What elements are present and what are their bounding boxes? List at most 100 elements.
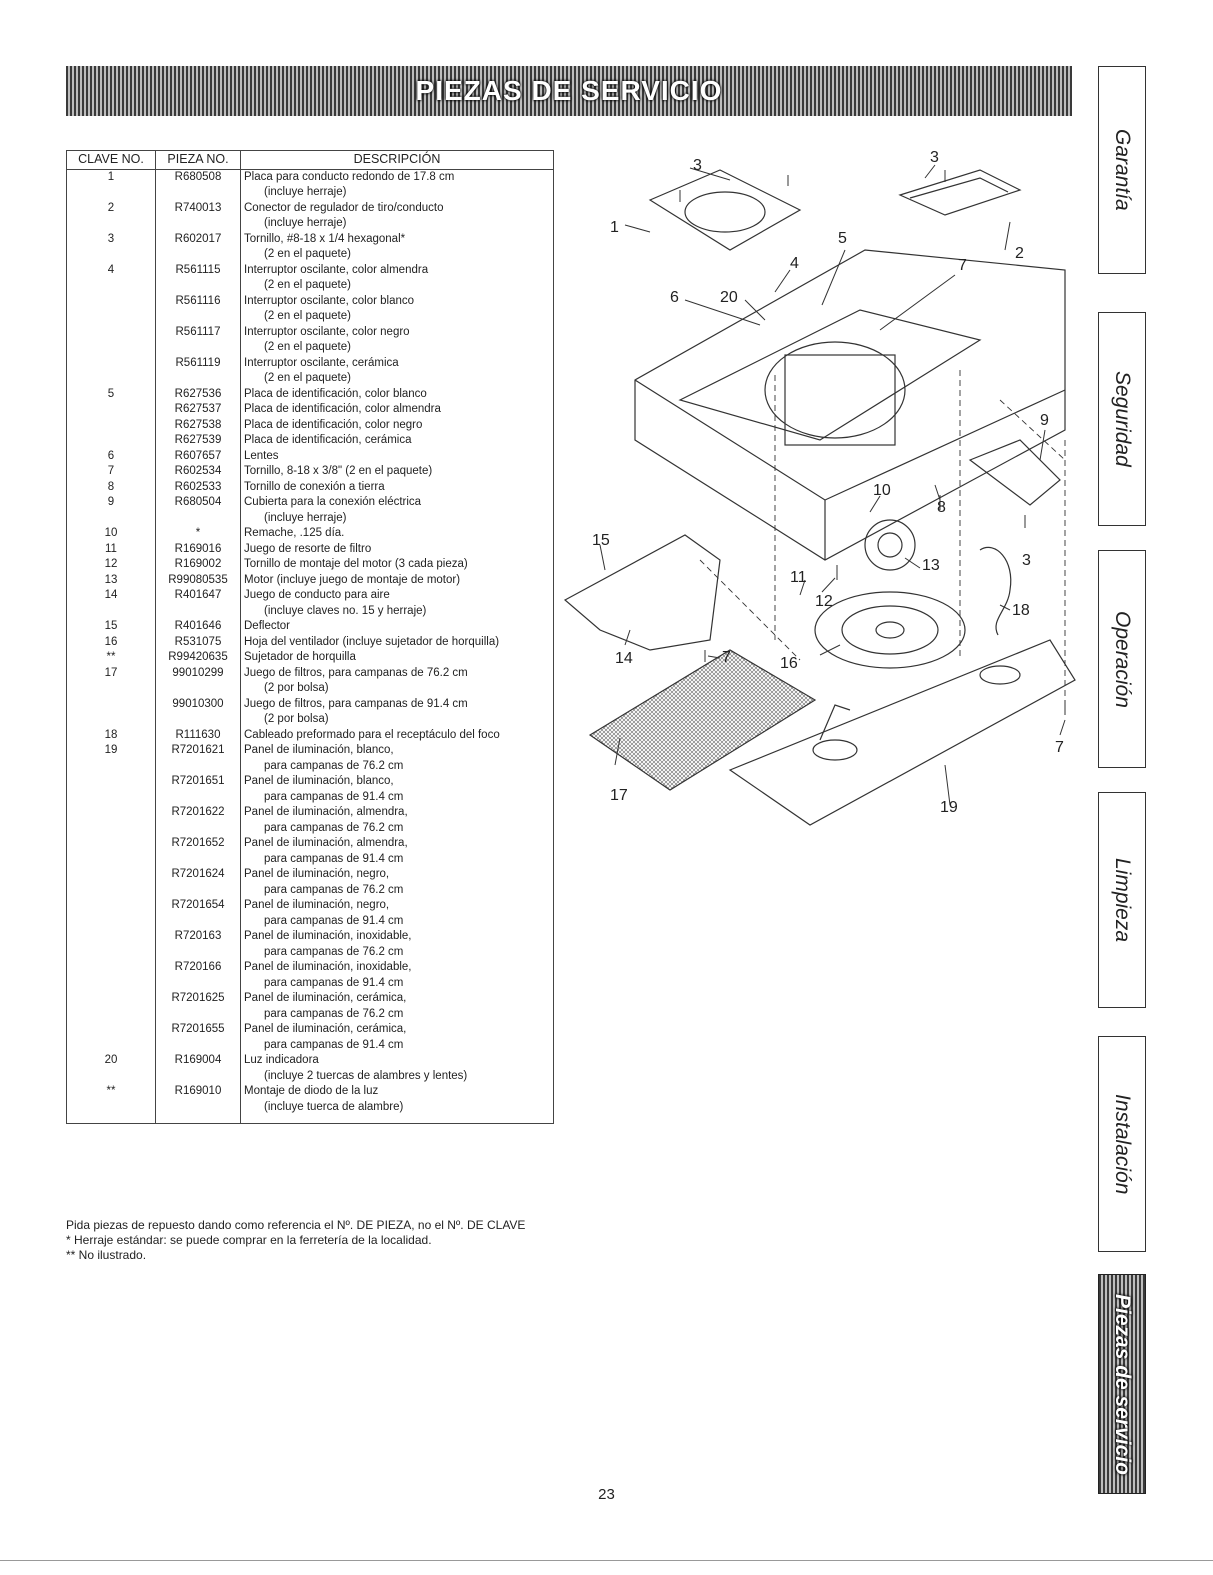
descripcion-text: Placa de identificación, color negro bbox=[244, 418, 423, 431]
descripcion-detail: para campanas de 76.2 cm bbox=[264, 1007, 404, 1020]
descripcion-cell: Interruptor oscilante, color almendra(2 … bbox=[240, 262, 554, 294]
clave-cell: 16 bbox=[66, 634, 156, 650]
filter-shape bbox=[588, 649, 817, 791]
descripcion-cell: Placa para conducto redondo de 17.8 cm(i… bbox=[240, 169, 554, 201]
descripcion-cell: Deflector bbox=[240, 619, 554, 635]
clave-cell: 14 bbox=[66, 588, 156, 619]
descripcion-text: Panel de iluminación, negro, bbox=[244, 899, 390, 911]
clave-cell bbox=[66, 402, 156, 418]
clave-cell: 11 bbox=[66, 541, 156, 557]
pieza-cell: R7201624 bbox=[155, 867, 241, 898]
descripcion-cell: Interruptor oscilante, cerámica(2 en el … bbox=[240, 355, 554, 387]
descripcion-cell: Lentes bbox=[240, 448, 554, 464]
descripcion-detail: para campanas de 76.2 cm bbox=[264, 883, 404, 896]
descripcion-text: Sujetador de horquilla bbox=[244, 651, 356, 663]
column-header-pieza: PIEZA NO. bbox=[155, 150, 241, 170]
clave-cell: 15 bbox=[66, 619, 156, 635]
callout-3c: 3 bbox=[1022, 552, 1031, 569]
clave-cell bbox=[66, 960, 156, 991]
tab-garantia-label: Garantía bbox=[1111, 129, 1134, 211]
clave-cell: 1 bbox=[66, 169, 156, 201]
descripcion-text: Tornillo, 8-18 x 3/8" (2 en el paquete) bbox=[244, 465, 433, 477]
pieza-cell: R627539 bbox=[155, 433, 241, 449]
descripcion-detail: (2 en el paquete) bbox=[264, 372, 351, 384]
descripcion-text: Panel de iluminación, cerámica, bbox=[244, 992, 407, 1004]
clave-cell: 17 bbox=[66, 665, 156, 697]
damper-connector-shape bbox=[898, 169, 1022, 216]
callout-8: 8 bbox=[937, 499, 946, 516]
descripcion-text: Cubierta para la conexión eléctrica bbox=[244, 496, 422, 508]
descripcion-detail: para campanas de 76.2 cm bbox=[264, 821, 404, 834]
clave-cell: 10 bbox=[66, 526, 156, 542]
descripcion-text: Interruptor oscilante, color blanco bbox=[244, 294, 415, 307]
tab-operacion[interactable]: Operación bbox=[1098, 550, 1146, 768]
pieza-cell: R7201651 bbox=[155, 774, 241, 805]
pieza-cell: R99080535 bbox=[155, 572, 241, 588]
descripcion-text: Tornillo de conexión a tierra bbox=[244, 480, 385, 493]
tab-garantia[interactable]: Garantía bbox=[1098, 66, 1146, 274]
descripcion-text: Conector de regulador de tiro/conducto bbox=[244, 201, 444, 214]
tab-limpieza-label: Limpieza bbox=[1111, 857, 1134, 943]
descripcion-cell: Tornillo, 8-18 x 3/8" (2 en el paquete) bbox=[240, 464, 554, 480]
descripcion-cell: Interruptor oscilante, color blanco(2 en… bbox=[240, 293, 554, 325]
descripcion-detail: (incluye tuerca de alambre) bbox=[264, 1100, 404, 1113]
clave-cell bbox=[66, 293, 156, 325]
clave-cell: 20 bbox=[66, 1053, 156, 1084]
callout-12: 12 bbox=[815, 593, 833, 610]
tab-instalacion[interactable]: Instalación bbox=[1098, 1036, 1146, 1252]
tab-limpieza[interactable]: Limpieza bbox=[1098, 792, 1146, 1008]
pieza-cell: R680504 bbox=[155, 495, 241, 526]
descripcion-cell: Panel de iluminación, inoxidable,para ca… bbox=[240, 929, 554, 960]
callout-7a: 7 bbox=[958, 257, 967, 274]
pieza-cell: R561119 bbox=[155, 355, 241, 387]
clave-cell bbox=[66, 417, 156, 433]
tab-seguridad[interactable]: Seguridad bbox=[1098, 312, 1146, 526]
column-header-descripcion: DESCRIPCIÓN bbox=[240, 150, 554, 170]
descripcion-detail: para campanas de 91.4 cm bbox=[264, 976, 404, 989]
descripcion-detail: (incluye claves no. 15 y herraje) bbox=[264, 604, 427, 617]
page-number: 23 bbox=[598, 1486, 615, 1503]
page-title-banner: PIEZAS DE SERVICIO bbox=[66, 66, 1072, 116]
descripcion-text: Lentes bbox=[244, 449, 279, 462]
descripcion-text: Motor (incluye juego de montaje de motor… bbox=[244, 573, 461, 586]
clave-cell bbox=[66, 774, 156, 805]
clave-cell bbox=[66, 805, 156, 836]
descripcion-cell: Panel de iluminación, cerámica, para camp… bbox=[240, 991, 554, 1022]
pieza-cell: R561117 bbox=[155, 324, 241, 356]
callout-14: 14 bbox=[615, 650, 633, 667]
callout-18: 18 bbox=[1012, 602, 1030, 619]
callout-7b: 7 bbox=[722, 649, 731, 666]
descripcion-detail: para campanas de 91.4 cm bbox=[264, 1038, 404, 1051]
clave-cell: 8 bbox=[66, 479, 156, 495]
descripcion-detail: (2 en el paquete) bbox=[264, 248, 351, 260]
descripcion-text: Tornillo de montaje del motor (3 cada pi… bbox=[244, 558, 468, 570]
duct-opening-shape bbox=[684, 191, 766, 233]
descripcion-text: Montaje de diodo de la luz bbox=[244, 1085, 379, 1097]
descripcion-cell: Panel de iluminación, negro,para campana… bbox=[240, 898, 554, 929]
pieza-cell: R169002 bbox=[155, 557, 241, 573]
callout-6: 6 bbox=[670, 289, 679, 306]
tab-piezas-de-servicio[interactable]: Piezas de servicio bbox=[1098, 1274, 1146, 1494]
pieza-cell: R401646 bbox=[155, 619, 241, 635]
callout-17: 17 bbox=[610, 787, 628, 804]
fan-opening-shape bbox=[764, 341, 906, 439]
descripcion-cell: Panel de iluminación, cerámica,para camp… bbox=[240, 1022, 554, 1053]
footnote-hardware: * Herraje estándar: se puede comprar en … bbox=[66, 1233, 432, 1247]
descripcion-text: Placa de identificación, color almendra bbox=[244, 403, 441, 415]
pieza-cell: R7201621 bbox=[155, 743, 241, 774]
clave-cell: 7 bbox=[66, 464, 156, 480]
descripcion-text: Hoja del ventilador (incluye sujetador d… bbox=[244, 635, 500, 648]
